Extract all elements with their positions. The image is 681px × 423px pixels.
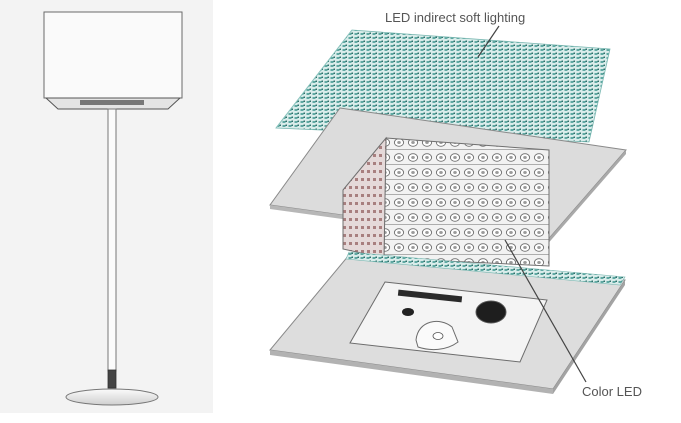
lamp-pole	[107, 108, 117, 372]
base-slot	[397, 289, 463, 303]
label-color-led: Color LED	[582, 384, 642, 399]
leader-line-led-indirect	[477, 25, 500, 58]
leader-line-color-led	[504, 239, 587, 383]
lamp-switch	[107, 369, 117, 389]
lamp-base	[65, 388, 159, 406]
base-lens	[475, 300, 507, 324]
base-sensor	[402, 308, 414, 316]
base-housing	[269, 251, 626, 394]
lamp-shade-detail	[80, 100, 144, 105]
label-led-indirect-soft-lighting: LED indirect soft lighting	[385, 10, 526, 25]
floor-lamp	[0, 0, 213, 413]
color-led-cube	[342, 136, 550, 267]
lamp-shade	[43, 11, 183, 99]
